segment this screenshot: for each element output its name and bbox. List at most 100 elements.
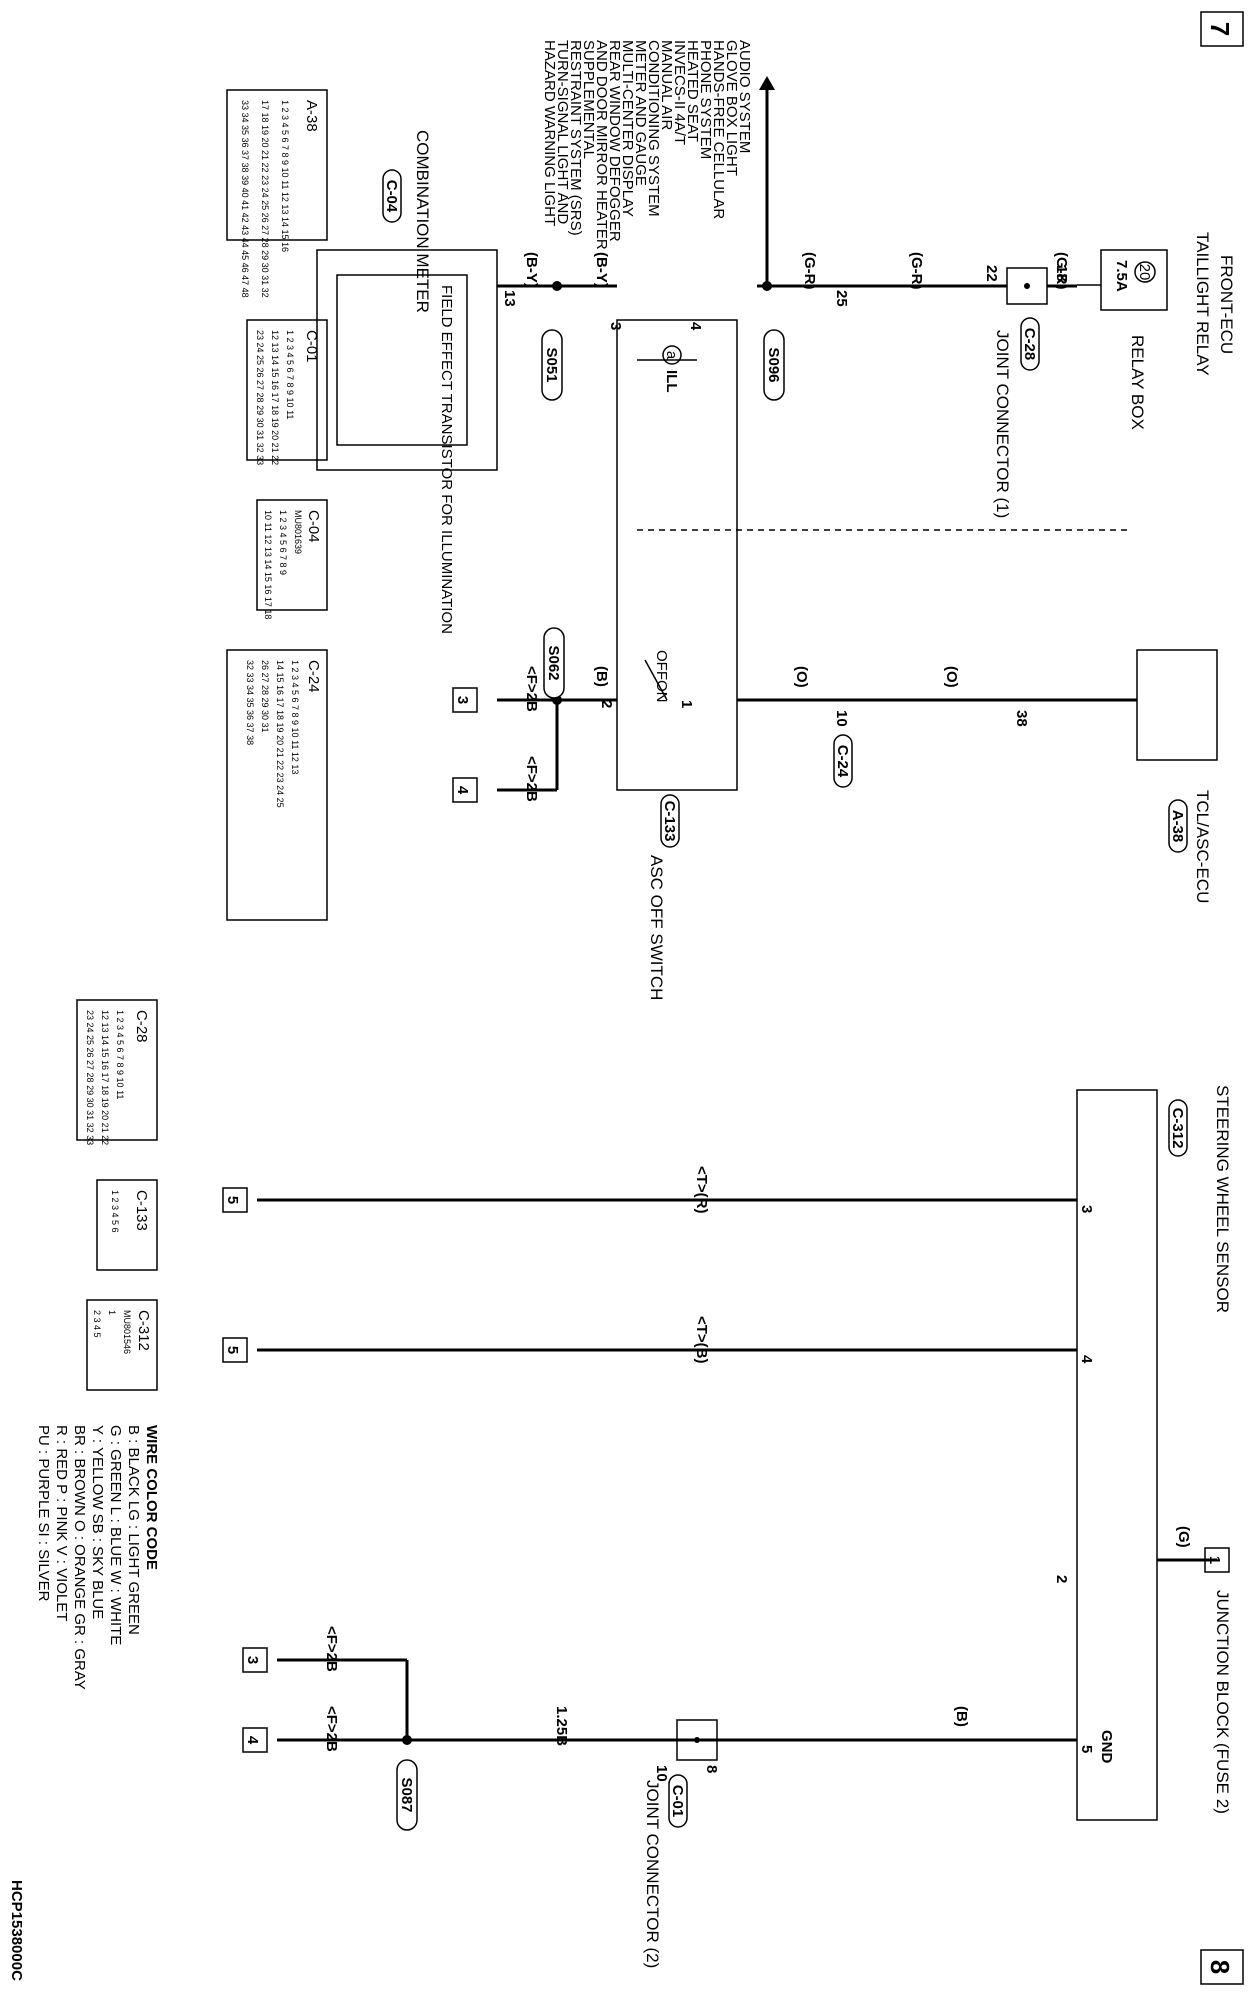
steering-wheel-sensor: STEERING WHEEL SENSOR C-312 3 4 2 5 GND — [1053, 1085, 1232, 1821]
switch-off: OFF — [653, 650, 670, 680]
wire-gauge: 1.25B — [553, 1706, 570, 1746]
table-id: C-28 — [133, 1010, 150, 1043]
splice-s062: S062 — [545, 645, 562, 680]
connector-c24: C-24 — [834, 745, 851, 778]
tcl-asc-ecu: TCL/ASC-ECU A-38 — [1136, 649, 1218, 903]
ill-label: ILL — [663, 370, 680, 393]
sensor-gnd: GND — [1098, 1730, 1115, 1764]
connector-a38: A-38 — [1169, 810, 1186, 843]
table-row: 2 3 4 5 — [92, 1310, 102, 1338]
joint2-pin-in: 8 — [703, 1765, 720, 1773]
joint2-pin-out: 10 — [653, 1765, 670, 1782]
wire-b-1: (B) — [593, 666, 610, 687]
sensor-pin-5: 5 — [1078, 1745, 1095, 1753]
joint1-connector-id: C-28 — [1021, 328, 1038, 361]
table-row: 1 2 3 4 5 6 — [110, 1190, 120, 1233]
table-row: 1 2 3 4 5 6 7 8 9 10 11 — [285, 330, 295, 419]
table-row: 12 13 14 15 16 17 18 19 20 21 22 — [270, 330, 280, 465]
legend-line: B : BLACK LG : LIGHT GREEN — [125, 1425, 142, 1635]
table-id: A-38 — [303, 100, 320, 132]
switch-pin-3: 3 — [607, 322, 624, 330]
system-item: TURN-SIGNAL LIGHT AND — [554, 40, 571, 224]
system-item: INVECS-II 4A/T — [671, 40, 688, 145]
switch-pin-2: 2 — [598, 700, 615, 708]
system-item: MANUAL AIR — [658, 40, 675, 130]
relay-box-label: RELAY BOX — [1128, 335, 1147, 430]
combination-meter-label: COMBINATION METER — [413, 130, 432, 313]
wire-r: <T>(R) — [693, 1166, 710, 1214]
table-row: 23 24 25 26 27 28 29 30 31 32 33 — [255, 330, 265, 465]
splice-s051: S051 — [543, 347, 560, 382]
connector-table-c133: C-133 1 2 3 4 5 6 — [96, 1179, 158, 1271]
legend-line: Y : YELLOW SB : SKY BLUE — [89, 1425, 106, 1619]
ground-feed-1: (B) <F>2B <F>2B S062 3 4 — [452, 627, 617, 803]
table-row: 17 18 19 20 21 22 23 24 25 26 27 28 29 3… — [260, 100, 270, 298]
ground-feed-2: (B) 8 10 C-01 JOINT CONNECTOR (2) 1.25B … — [242, 1626, 1077, 1968]
table-row: MU801546 — [122, 1310, 132, 1354]
illumination-feed: (G-R) (G-R) (G-R) 25 S096 — [757, 76, 1077, 401]
ill-circle: a — [663, 351, 680, 360]
connector-table-c24: C-24 1 2 3 4 5 6 7 8 9 10 11 12 13 14 15… — [226, 649, 328, 921]
legend-line: BR : BROWN O : ORANGE GR : GRAY — [71, 1425, 88, 1690]
table-id: C-24 — [305, 660, 322, 693]
table-row: MU801639 — [293, 510, 303, 554]
wire-b-signal: <T>(B) — [693, 1316, 710, 1364]
table-id: C-133 — [133, 1190, 150, 1231]
table-row: 1 2 3 4 5 6 7 8 9 10 11 12 13 14 15 16 — [280, 100, 290, 252]
front-ecu-label: FRONT-ECU — [1217, 255, 1236, 354]
splice-s087: S087 — [398, 1777, 415, 1812]
joint2-label: JOINT CONNECTOR (2) — [643, 1780, 662, 1968]
system-item: AUDIO SYSTEM — [736, 40, 753, 153]
joint1-label: JOINT CONNECTOR (1) — [993, 330, 1012, 518]
legend-line: G : GREEN L : BLUE W : WHITE — [107, 1425, 124, 1645]
wire-f2b-2: <F>2B — [523, 756, 540, 802]
joint2-connector-id: C-01 — [669, 1785, 686, 1818]
system-item: HEATED SEAT — [684, 40, 701, 142]
wire-gr-2: (G-R) — [908, 252, 925, 290]
table-row: 1 2 3 4 5 6 7 8 9 — [278, 510, 288, 575]
wire-o-2: (O) — [793, 666, 810, 688]
tcl-ecu-label: TCL/ASC-ECU — [1193, 790, 1212, 903]
connector-table-c01: C-01 1 2 3 4 5 6 7 8 9 10 11 12 13 14 15… — [246, 319, 328, 465]
system-item: HAZARD WARNING LIGHT — [541, 40, 558, 226]
systems-list: AUDIO SYSTEM GLOVE BOX LIGHT HANDS-FREE … — [541, 40, 753, 250]
table-row: 14 15 16 17 18 19 20 21 22 23 24 25 — [275, 660, 285, 808]
table-row: 1 2 3 4 5 6 7 8 9 10 11 — [115, 1010, 125, 1099]
wire-f2b-1: <F>2B — [523, 666, 540, 712]
page-number-8: 8 — [1205, 1960, 1235, 1974]
table-id: C-01 — [303, 330, 320, 363]
sensor-signal-wires: <T>(R) 5 <T>(B) 5 — [222, 1166, 1077, 1364]
system-item: REAR WINDOW DEFOGGER — [606, 40, 623, 242]
switch-pin-4: 4 — [687, 322, 704, 331]
junction-fuse: 1 — [1206, 1556, 1223, 1564]
taillight-relay-label: TAILLIGHT RELAY — [1193, 232, 1212, 376]
connector-c133: C-133 — [661, 801, 678, 842]
system-item: PHONE SYSTEM — [697, 40, 714, 159]
system-item: GLOVE BOX LIGHT — [723, 40, 740, 176]
ground-4a: 4 — [454, 786, 471, 795]
ground-3b: 3 — [244, 1656, 261, 1664]
wire-gr-1: (G-R) — [1053, 252, 1070, 290]
ground-5a: 5 — [224, 1196, 241, 1204]
connector-c312: C-312 — [1169, 1108, 1186, 1149]
table-row: 10 11 12 13 14 15 16 17 18 — [263, 510, 273, 619]
table-row: 1 2 3 4 5 6 7 8 9 10 11 12 13 — [290, 660, 300, 774]
wire-o-1: (O) — [943, 666, 960, 688]
joint-connector-1: 18 22 C-28 JOINT CONNECTOR (1) — [983, 265, 1070, 518]
table-id: C-04 — [305, 510, 322, 543]
wire-f2b-3: <F>2B — [323, 1626, 340, 1672]
sensor-pin-4: 4 — [1078, 1355, 1095, 1364]
table-row: 32 33 34 35 36 37 38 — [245, 660, 255, 745]
joint1-pin-out: 22 — [983, 265, 1000, 282]
system-item: AND DOOR MIRROR HEATER — [593, 40, 610, 250]
tcl-link: (O) (O) 38 10 C-24 — [637, 529, 1137, 788]
pin-10: 10 — [833, 710, 850, 727]
joint1-pin-in: 18 — [1053, 265, 1070, 282]
steering-sensor-label: STEERING WHEEL SENSOR — [1213, 1085, 1232, 1313]
system-item: HANDS-FREE CELLULAR — [710, 40, 727, 219]
relay-box: FRONT-ECU TAILLIGHT RELAY 20 7.5A RELAY … — [1077, 232, 1236, 430]
page-number-7: 7 — [1205, 22, 1235, 36]
wire-g: (G) — [1175, 1526, 1192, 1548]
